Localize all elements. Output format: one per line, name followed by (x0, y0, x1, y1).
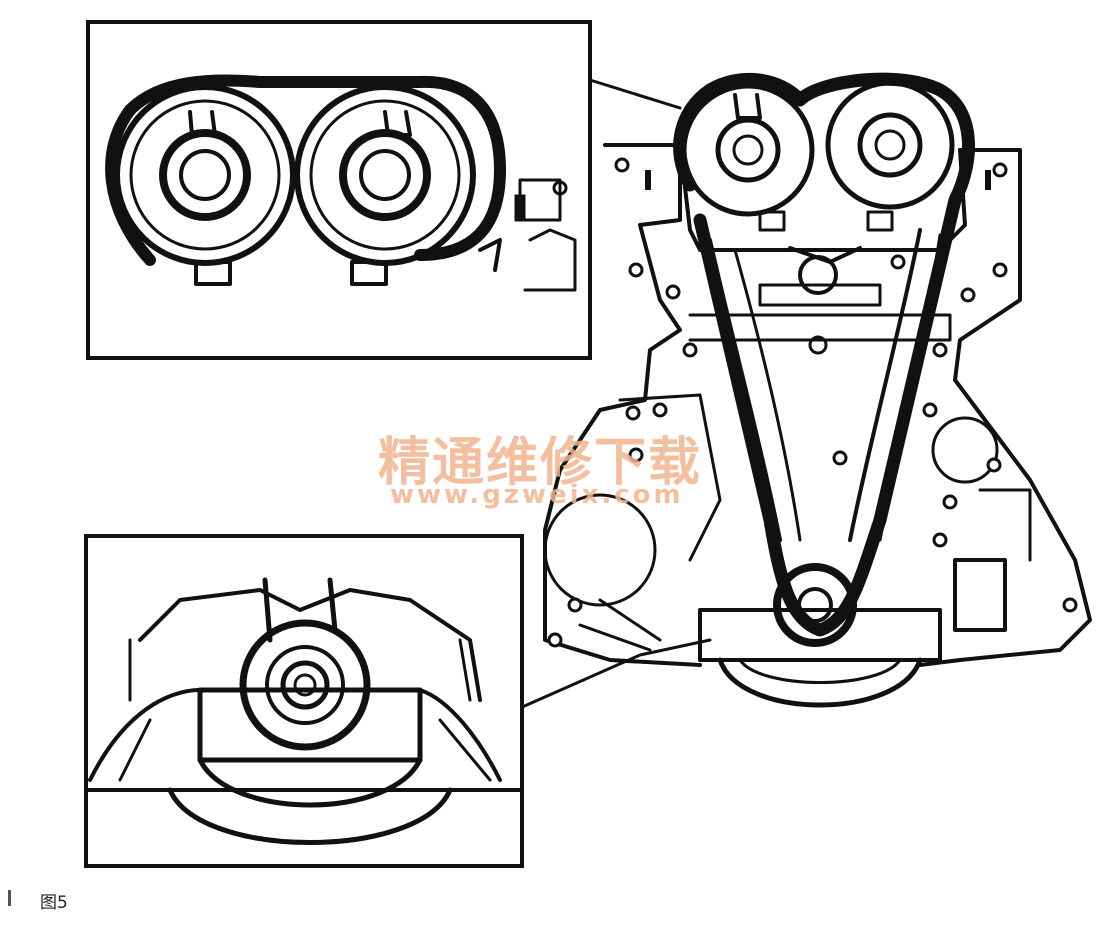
engine-front-view-main (543, 72, 1092, 708)
timing-mark-left (645, 170, 651, 190)
crankshaft-sprocket-detail-inset (84, 534, 524, 868)
timing-mark-right (985, 170, 991, 190)
watermark-url: www.gzweix.com (390, 480, 684, 510)
caption-marker (8, 890, 11, 906)
bolt-heads (547, 157, 1078, 648)
watermark-chinese: 精通维修下载 (378, 433, 703, 493)
figure-caption: 图5 (40, 893, 68, 913)
camshaft-sprocket-detail-inset (86, 20, 592, 360)
